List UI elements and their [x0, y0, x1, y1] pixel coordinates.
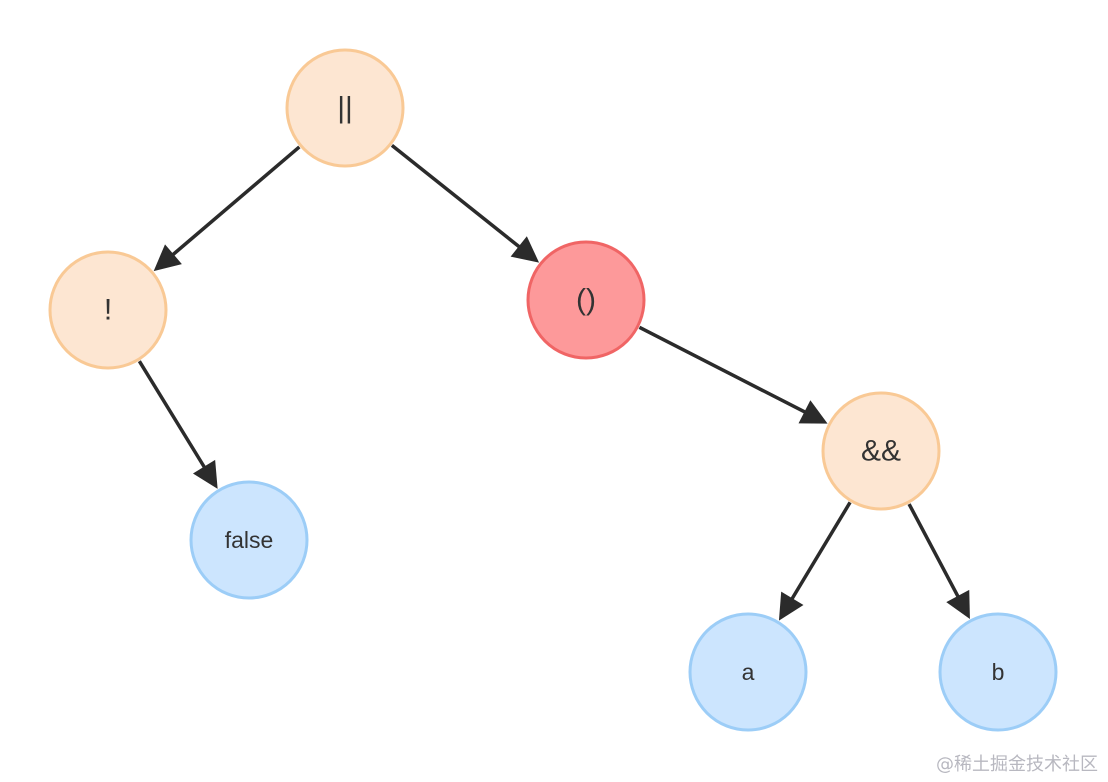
edge-paren-to-and	[638, 325, 828, 424]
edges-layer	[137, 144, 970, 621]
node-label: &&	[861, 435, 901, 468]
arrowhead-icon	[510, 236, 540, 263]
node-paren: ()	[526, 240, 646, 360]
node-label: ||	[337, 92, 353, 125]
node-label: b	[992, 659, 1005, 685]
node-not: !	[48, 250, 168, 370]
node-label: !	[104, 294, 112, 327]
node-a: a	[688, 612, 808, 732]
node-label: ()	[576, 284, 596, 317]
edge-and-to-b	[907, 503, 970, 619]
node-circle	[938, 612, 1058, 732]
edge-or-to-paren	[390, 144, 540, 263]
node-circle	[285, 48, 405, 168]
node-circle	[189, 480, 309, 600]
node-b: b	[938, 612, 1058, 732]
arrowhead-icon	[778, 591, 804, 621]
arrowhead-icon	[946, 589, 970, 619]
edge-line	[137, 360, 207, 470]
nodes-layer: ||! () false && a b	[48, 48, 1058, 732]
watermark-text: @稀土掘金技术社区	[936, 754, 1098, 775]
node-circle	[688, 612, 808, 732]
node-label: false	[225, 527, 274, 553]
edge-line	[907, 503, 961, 599]
node-label: a	[742, 659, 755, 685]
node-or: ||	[285, 48, 405, 168]
node-circle	[526, 240, 646, 360]
edge-line	[789, 501, 852, 601]
edge-line	[390, 144, 522, 250]
node-circle	[821, 391, 941, 511]
edge-not-to-false	[137, 360, 218, 489]
arrowhead-icon	[192, 459, 218, 489]
edge-line	[170, 145, 301, 257]
edge-or-to-not	[153, 145, 301, 272]
node-and: &&	[821, 391, 941, 511]
node-false: false	[189, 480, 309, 600]
arrowhead-icon	[153, 244, 182, 272]
arrowhead-icon	[798, 400, 828, 424]
edge-and-to-a	[778, 501, 852, 621]
node-circle	[48, 250, 168, 370]
edge-line	[638, 325, 808, 415]
